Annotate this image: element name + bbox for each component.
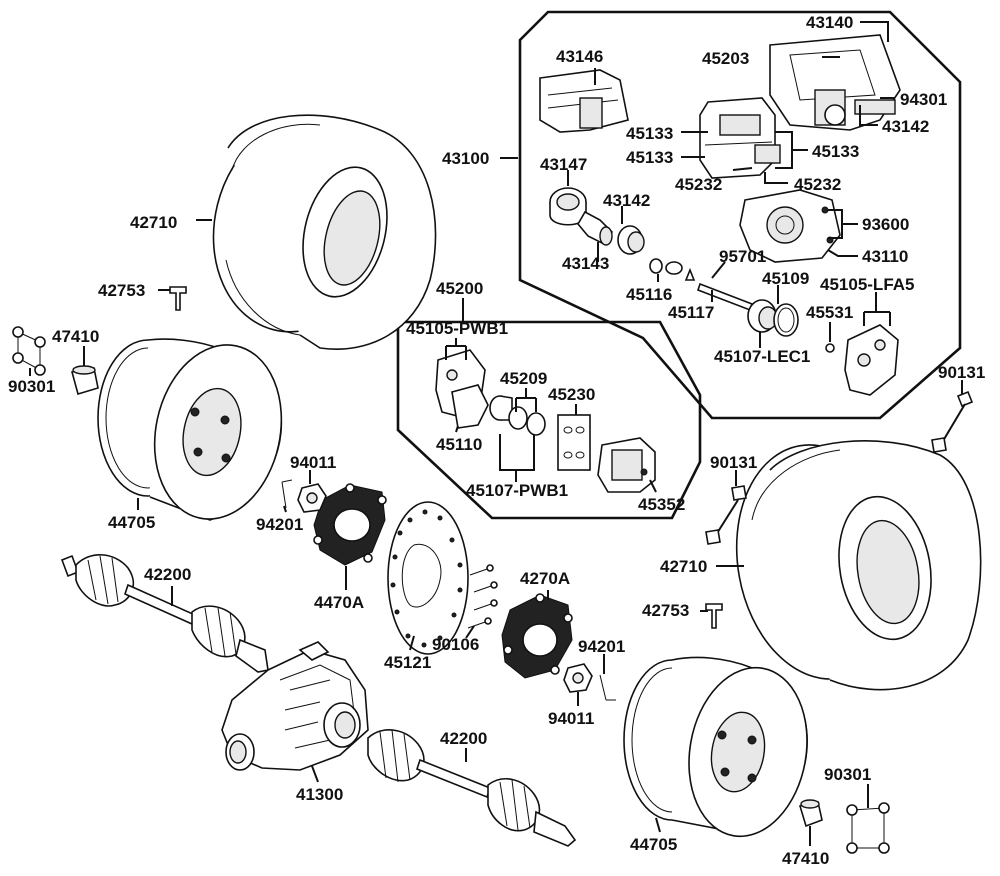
cotter-pin-94201-right — [599, 674, 616, 701]
label-94201-right: 94201 — [578, 637, 625, 656]
label-42200-lower: 42200 — [440, 729, 487, 748]
label-45105-pwb1: 45105-PWB1 — [406, 319, 508, 338]
label-45133-c: 45133 — [812, 142, 859, 161]
drive-shaft-lower — [367, 729, 577, 847]
label-45232-a: 45232 — [675, 175, 722, 194]
nuts-90301-left — [12, 326, 46, 376]
label-42753-right: 42753 — [642, 601, 689, 620]
label-41300: 41300 — [296, 785, 343, 804]
label-44705-right: 44705 — [630, 835, 677, 854]
hub-4270a — [501, 593, 573, 679]
label-93600: 93600 — [862, 215, 909, 234]
label-94011-left: 94011 — [290, 453, 336, 472]
label-94301: 94301 — [900, 90, 947, 109]
nuts-90301-right — [846, 802, 890, 854]
piston-45209 — [489, 395, 546, 436]
caliper-bracket-43140 — [769, 34, 901, 131]
label-45203: 45203 — [702, 49, 749, 68]
rear-tire-left — [212, 114, 437, 350]
label-42200-upper: 42200 — [144, 565, 191, 584]
label-45116: 45116 — [626, 285, 672, 304]
differential-41300 — [221, 641, 369, 771]
drive-shaft-upper — [60, 554, 269, 673]
label-42753-top: 42753 — [98, 281, 145, 300]
parking-brake-frame — [396, 320, 702, 520]
label-45107-pwb1: 45107-PWB1 — [466, 481, 568, 500]
label-43147: 43147 — [540, 155, 587, 174]
cotter-pin-94201-left — [281, 479, 293, 509]
label-45107-lec1: 45107-LEC1 — [714, 347, 810, 366]
label-43142-top: 43142 — [882, 117, 929, 136]
label-90301-bottom: 90301 — [824, 765, 871, 784]
brake-disc-45121 — [387, 501, 469, 655]
small-parts-45116 — [649, 258, 696, 281]
caliper-parking — [597, 437, 656, 493]
wheel-rim-right — [623, 656, 808, 838]
label-45352: 45352 — [638, 495, 685, 514]
label-45230: 45230 — [548, 385, 595, 404]
label-4270a: 4270A — [520, 569, 570, 588]
label-43110: 43110 — [862, 247, 908, 266]
bolt-42753-right — [705, 603, 723, 629]
wheel-rim-left — [97, 338, 283, 521]
label-45110: 45110 — [436, 435, 482, 454]
label-90131-mid: 90131 — [710, 453, 757, 472]
label-45121: 45121 — [384, 653, 431, 672]
rear-tire-right — [735, 440, 982, 691]
caliper-assembly-frame — [518, 10, 962, 420]
seal-43142 — [617, 225, 645, 255]
spacer-47410-right — [798, 799, 823, 828]
part-number-labels: 43140 45203 43146 94301 43142 45133 4513… — [8, 13, 985, 868]
bolt-42753-left — [169, 286, 187, 311]
label-43146: 43146 — [556, 47, 603, 66]
hub-4470a — [313, 483, 387, 566]
spacer-47410-left — [70, 365, 99, 396]
label-43140: 43140 — [806, 13, 853, 32]
label-95701: 95701 — [719, 247, 766, 266]
bolts-90106 — [467, 564, 498, 629]
label-45105-lfa5: 45105-LFA5 — [820, 275, 915, 294]
label-45109: 45109 — [762, 269, 809, 288]
label-45133-b: 45133 — [626, 148, 673, 167]
label-45133-a: 45133 — [626, 124, 673, 143]
o-ring-45531 — [825, 343, 835, 353]
caliper-body-43110 — [739, 189, 841, 263]
caliper-43146 — [539, 69, 629, 133]
piston-43143 — [577, 210, 614, 246]
leader-lines — [29, 21, 963, 846]
label-47410-top: 47410 — [52, 327, 99, 346]
label-43142-mid: 43142 — [603, 191, 650, 210]
label-4470a: 4470A — [314, 593, 364, 612]
label-45209: 45209 — [500, 369, 547, 388]
label-45531: 45531 — [806, 303, 853, 322]
label-47410-bottom: 47410 — [782, 849, 829, 868]
nut-94011-left — [297, 483, 327, 513]
label-45232-b: 45232 — [794, 175, 841, 194]
label-42710-right: 42710 — [660, 557, 707, 576]
label-43100: 43100 — [442, 149, 489, 168]
label-90131-top: 90131 — [938, 363, 985, 382]
label-94011-right: 94011 — [548, 709, 594, 728]
seal-kit-45230 — [557, 414, 591, 471]
bolt-90131-top — [931, 390, 974, 453]
bolt-90131-mid — [705, 485, 747, 545]
label-42710-top: 42710 — [130, 213, 177, 232]
nut-94011-right — [563, 663, 593, 693]
label-90106: 90106 — [432, 635, 479, 654]
bracket-45110 — [451, 384, 489, 429]
label-45200: 45200 — [436, 279, 483, 298]
brake-pads-45133 — [699, 97, 781, 179]
pad-45105-lfa5 — [844, 324, 899, 396]
label-43143: 43143 — [562, 254, 609, 273]
label-90301-top: 90301 — [8, 377, 55, 396]
label-44705-left: 44705 — [108, 513, 155, 532]
label-94201-left: 94201 — [256, 515, 303, 534]
bearing-45107 — [747, 299, 799, 337]
piston-43147 — [549, 187, 587, 226]
label-45117: 45117 — [668, 303, 714, 322]
